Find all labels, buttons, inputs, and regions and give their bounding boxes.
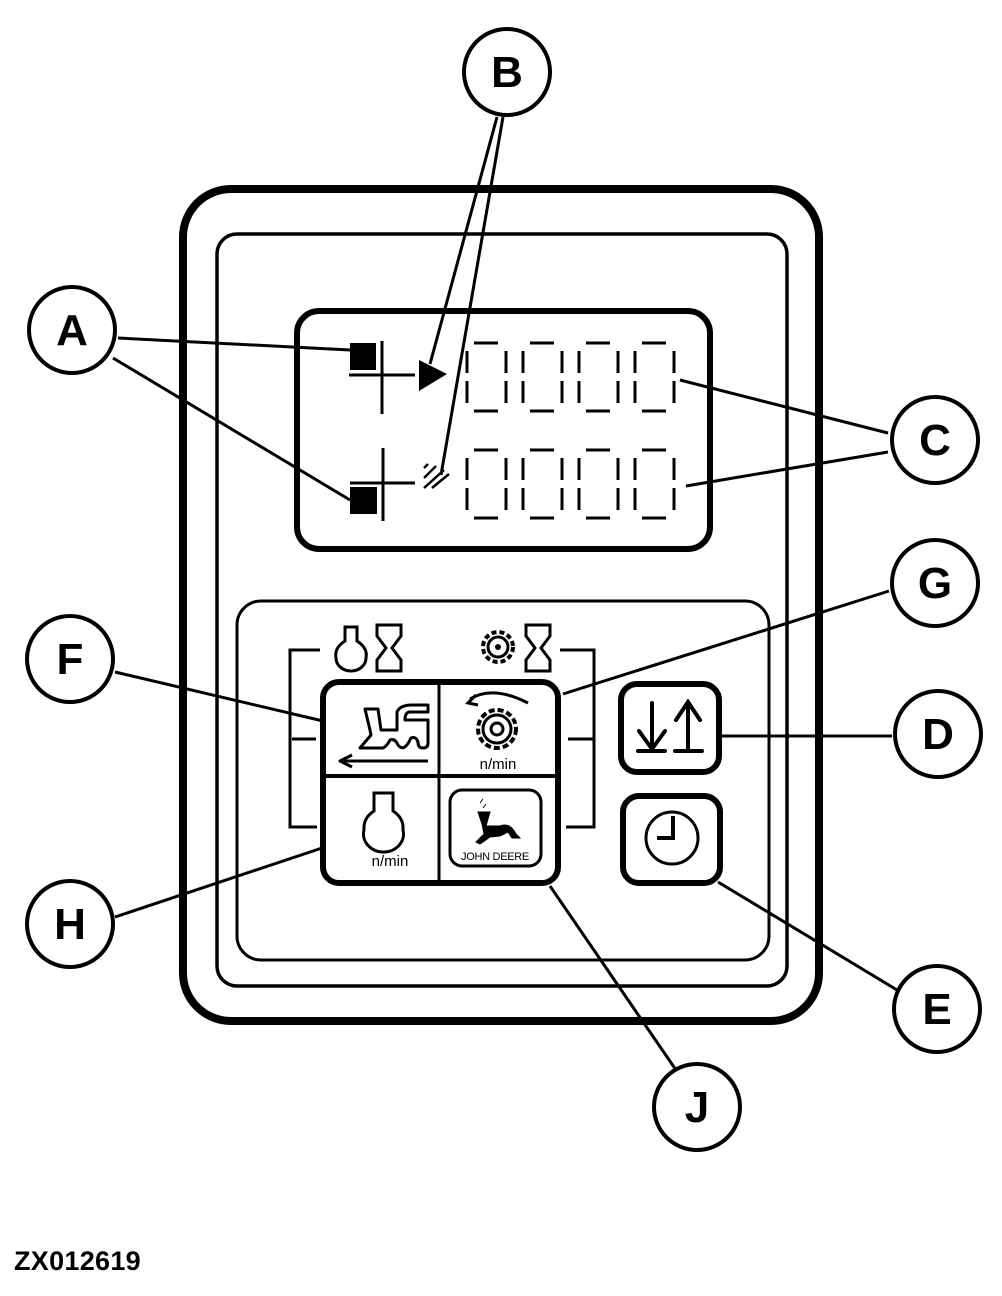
- engine-rpm-icon: [362, 791, 405, 854]
- callout-g: G: [890, 538, 980, 628]
- callout-e: E: [892, 964, 982, 1054]
- john-deere-label: JOHN DEERE: [461, 851, 529, 863]
- housing-outer-frame: [179, 185, 823, 1025]
- clock-icon: [644, 810, 700, 866]
- row2-hatched-arrow-icon: [423, 463, 450, 489]
- housing-inner-frame: [215, 232, 789, 988]
- leader-lines: [112, 116, 898, 1071]
- row1-indicator: [349, 341, 447, 414]
- hourglass-icon: [524, 623, 552, 673]
- digit-2-1: [465, 448, 508, 520]
- engine-icon: [334, 625, 368, 673]
- harvester-forward-icon: [338, 703, 430, 769]
- right-bracket: [560, 648, 596, 829]
- svg-text:C: C: [919, 416, 951, 465]
- cutterhead-icon: [481, 630, 515, 664]
- digit-1-2: [521, 341, 564, 413]
- row1-marker-square: [350, 343, 376, 370]
- down-up-button[interactable]: [618, 681, 722, 775]
- callout-c: C: [890, 395, 980, 485]
- cutterhead-rpm-key[interactable]: n/min: [440, 685, 555, 775]
- svg-text:D: D: [922, 710, 954, 759]
- digit-1-3: [577, 341, 620, 413]
- harvester-forward-key[interactable]: [326, 685, 438, 775]
- svg-text:E: E: [922, 985, 951, 1034]
- cutterhead-rpm-label: n/min: [480, 756, 517, 773]
- row2-marker-square: [350, 487, 377, 514]
- row1-arrow-icon: [419, 360, 447, 391]
- digit-2-4: [633, 448, 676, 520]
- display-window: [294, 308, 713, 552]
- keypad[interactable]: n/min n/min JOHN DEERE: [320, 679, 561, 886]
- svg-text:J: J: [685, 1083, 709, 1132]
- hourglass-icon: [375, 623, 403, 673]
- svg-text:F: F: [57, 635, 84, 684]
- cutterhead-rpm-icon: [476, 708, 518, 750]
- svg-text:A: A: [56, 306, 88, 355]
- row2-indicator: [350, 448, 450, 521]
- down-up-arrows-icon: [636, 698, 704, 753]
- svg-text:G: G: [918, 559, 952, 608]
- left-bracket: [288, 648, 320, 829]
- figure-id-label: ZX012619: [14, 1246, 141, 1276]
- engine-rpm-key[interactable]: n/min: [326, 778, 438, 880]
- callout-b: B: [462, 27, 552, 117]
- callout-d: D: [893, 689, 983, 779]
- digit-1-1: [465, 341, 508, 413]
- engine-rpm-label: n/min: [372, 853, 409, 870]
- clock-button[interactable]: [620, 793, 723, 886]
- digit-2-3: [577, 448, 620, 520]
- callout-h: H: [25, 879, 115, 969]
- deer-icon: [475, 798, 522, 845]
- john-deere-logo: [448, 788, 543, 868]
- digit-display: [465, 341, 676, 520]
- svg-text:B: B: [491, 48, 523, 97]
- button-panel: [235, 599, 771, 962]
- digit-1-4: [633, 341, 676, 413]
- callout-f: F: [25, 614, 115, 704]
- callout-j: J: [652, 1062, 742, 1152]
- john-deere-key[interactable]: JOHN DEERE: [440, 778, 555, 880]
- svg-text:H: H: [54, 900, 86, 949]
- digit-2-2: [521, 448, 564, 520]
- callout-a: A: [27, 285, 117, 375]
